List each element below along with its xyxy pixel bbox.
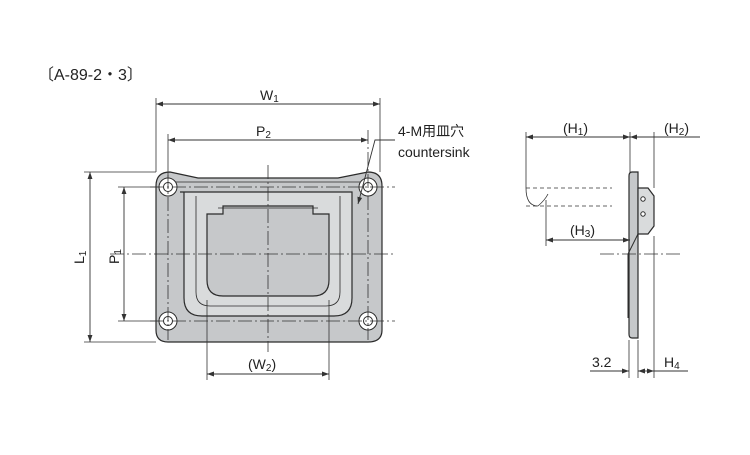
h1-label: (H1) bbox=[563, 120, 588, 138]
side-plate bbox=[628, 171, 639, 339]
side-view: (H1) (H2) (H3) 3.2 H4 bbox=[525, 120, 700, 378]
p1-label: P1 bbox=[106, 249, 124, 264]
countersink-label-en: countersink bbox=[398, 144, 471, 160]
side-bracket bbox=[637, 187, 655, 235]
countersink-label-ja: 4-M用皿穴 bbox=[398, 123, 464, 139]
h2-label: (H2) bbox=[664, 120, 689, 138]
l1-label: L1 bbox=[71, 250, 89, 264]
h4-label: H4 bbox=[664, 354, 680, 372]
drawing-title: 〔A-89-2・3〕 bbox=[38, 66, 143, 84]
countersink-leader bbox=[357, 139, 395, 205]
w1-label: W1 bbox=[260, 87, 279, 105]
w2-label: (W2) bbox=[248, 356, 276, 374]
p2-label: P2 bbox=[256, 123, 271, 141]
front-view: W1 P2 L1 P1 (W2) 4-M用皿穴 countersink bbox=[71, 87, 471, 380]
h3-label: (H3) bbox=[570, 222, 595, 240]
thickness-label: 3.2 bbox=[592, 354, 612, 370]
